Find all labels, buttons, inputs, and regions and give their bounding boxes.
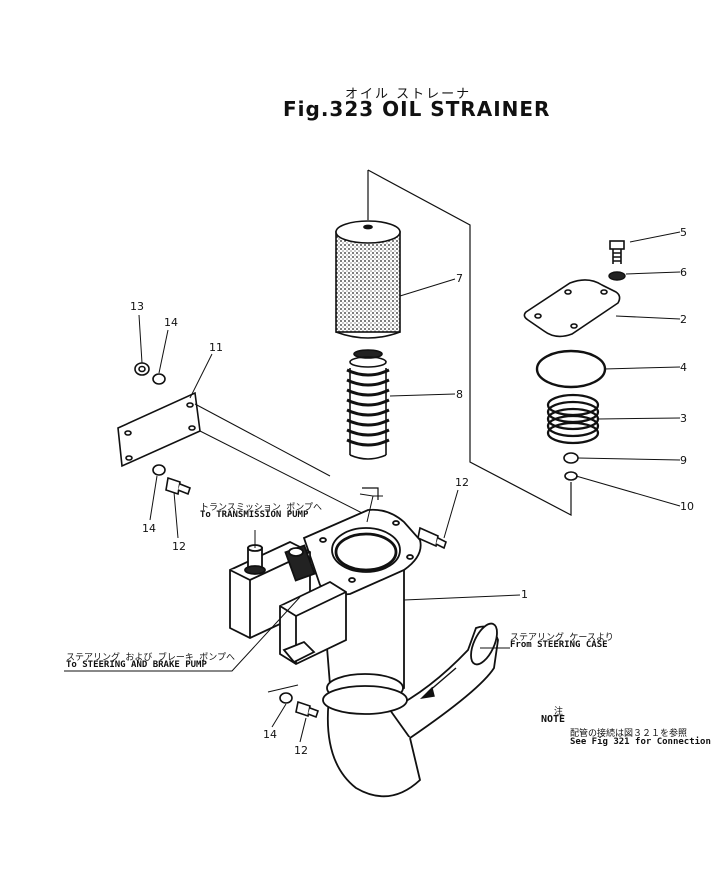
callout-bracket (362, 487, 379, 500)
part-number-6: 6 (680, 266, 687, 279)
title-japanese: オイル ストレーナ (345, 87, 472, 102)
spring-nut (563, 452, 579, 464)
part-number-14-bottom: 14 (263, 728, 277, 741)
part-number-14-top: 14 (164, 316, 178, 329)
bolt (165, 476, 191, 496)
o-ring (535, 349, 607, 389)
part-number-9: 9 (680, 454, 687, 467)
bolt (417, 526, 447, 550)
gasket-plate (117, 391, 201, 468)
steering-case-label-jp: ステアリング ケースより (510, 633, 614, 643)
note-label: NOTE (541, 714, 566, 725)
strainer-element (335, 220, 401, 339)
part-number-3: 3 (680, 412, 687, 425)
callout-leaders (64, 231, 681, 743)
flow-arrow (419, 667, 457, 700)
spring-element (346, 349, 390, 460)
part-number-1: 1 (521, 588, 528, 601)
cover-washer (608, 271, 626, 281)
nut (134, 362, 150, 376)
note-text-jp: 配管の接続は図３２１を参照 (570, 729, 688, 739)
part-number-2: 2 (680, 313, 687, 326)
transmission-label-en: To TRANSMISSION PUMP (200, 510, 309, 520)
cover-plate (523, 279, 621, 338)
part-number-12-left: 12 (172, 540, 186, 553)
part-number-7: 7 (456, 272, 463, 285)
assembly-line (194, 403, 373, 519)
assembly-line (367, 169, 572, 516)
note-mark-jp: 注 (554, 707, 564, 717)
part-number-14-left: 14 (142, 522, 156, 535)
part-number-4: 4 (680, 361, 687, 374)
transmission-label-jp: トランスミッション ポンプへ (200, 503, 322, 513)
part-number-12-right: 12 (455, 476, 469, 489)
part-number-12-bottom: 12 (294, 744, 308, 757)
cover-bolt (609, 240, 625, 264)
coil-spring (546, 393, 600, 445)
housing-body (229, 508, 499, 798)
steering-brake-label-jp: ステアリング および ブレーキ ポンプへ (66, 653, 235, 663)
note-text-en: See Fig 321 for Connection (570, 737, 711, 747)
washer (152, 373, 166, 385)
steering-brake-label-en: To STEERING AND BRAKE PUMP (66, 660, 207, 670)
part-number-5: 5 (680, 226, 687, 239)
washer (152, 464, 166, 476)
washer (279, 692, 293, 704)
page-title: Fig.323 OIL STRAINER (283, 97, 551, 121)
part-number-8: 8 (456, 388, 463, 401)
part-number-10: 10 (680, 500, 694, 513)
part-number-11: 11 (209, 341, 223, 354)
part-number-13: 13 (130, 300, 144, 313)
bolt (295, 700, 320, 719)
spring-washer (564, 471, 578, 481)
steering-case-label-en: From STEERING CASE (510, 640, 608, 650)
